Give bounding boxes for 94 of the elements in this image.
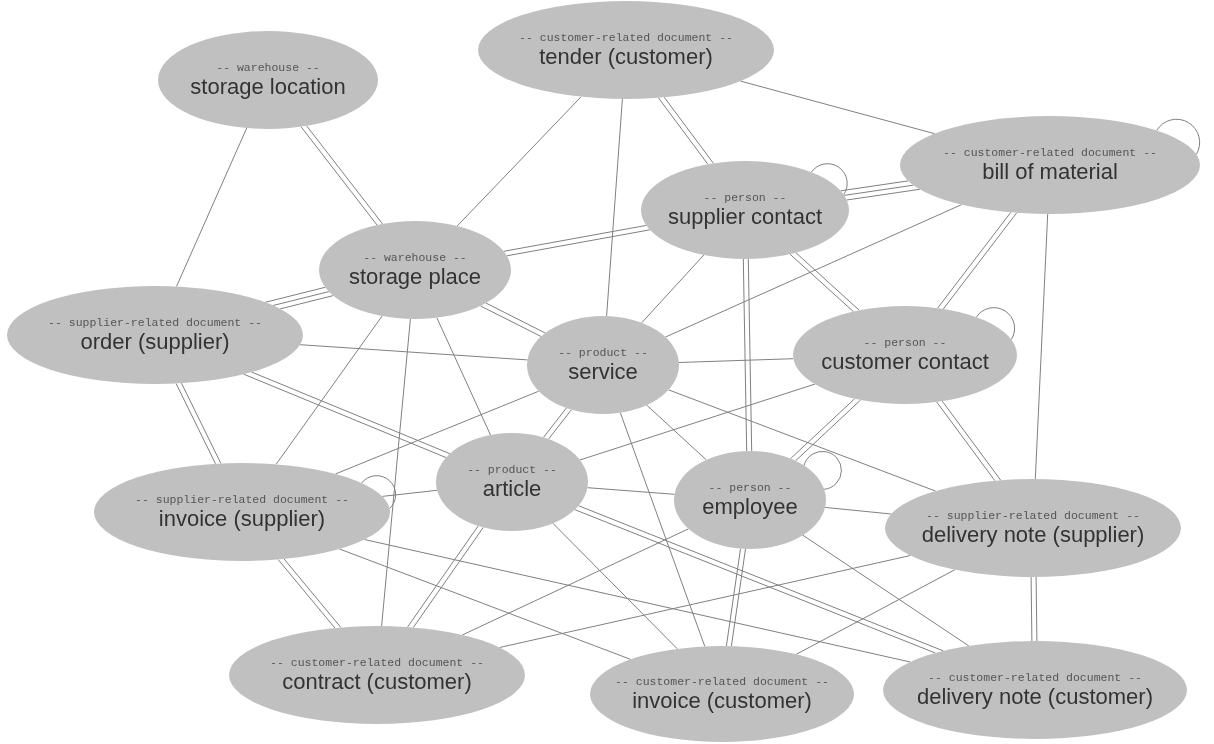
node-name: invoice (customer) (632, 689, 812, 713)
stereotype-label: -- customer-related document -- (615, 675, 829, 689)
connector-line (795, 569, 956, 655)
node-name: article (482, 477, 542, 501)
stereotype-label: -- customer-related document -- (519, 31, 733, 45)
connector-line (742, 258, 748, 452)
connector-line (937, 211, 1012, 309)
connector-line (668, 389, 937, 492)
stereotype-label: -- supplier-related document -- (926, 509, 1140, 523)
connector-line (664, 204, 963, 338)
stereotype-label: -- product -- (558, 346, 648, 360)
connector-line (364, 539, 911, 663)
connector-line (606, 98, 623, 317)
node-name: bill of material (982, 160, 1118, 184)
connector-line (1156, 118, 1201, 155)
connector-line (436, 317, 491, 436)
connector-line (456, 96, 582, 227)
connector-line (795, 399, 862, 462)
node-name: contract (customer) (282, 670, 472, 694)
connector-line (942, 212, 1018, 310)
connector-line (803, 450, 842, 490)
connector-line (1030, 576, 1033, 642)
node-name: order (supplier) (80, 330, 230, 354)
connector-line (264, 286, 326, 303)
stereotype-label: -- person -- (708, 481, 792, 495)
connector-line (275, 315, 383, 465)
stereotype-label: -- customer-related document -- (943, 146, 1157, 160)
node-name: storage place (348, 265, 482, 289)
connector-line (747, 258, 753, 452)
connector-line (641, 254, 705, 324)
stereotype-label: -- person -- (703, 191, 787, 205)
connector-line (789, 253, 854, 312)
connector-line (277, 559, 336, 629)
stereotype-label: -- warehouse -- (363, 251, 467, 265)
connector-line (843, 184, 914, 196)
connector-line (299, 344, 528, 361)
connector-line (840, 180, 909, 192)
connector-line (1035, 576, 1038, 642)
stereotype-label: -- warehouse -- (216, 61, 320, 75)
stereotype-label: -- customer-related document -- (928, 671, 1142, 685)
connector-line (499, 555, 911, 648)
node-name: customer contact (821, 350, 989, 374)
connector-line (552, 522, 678, 650)
connector-line (975, 307, 1016, 341)
connector-line (663, 96, 714, 164)
connector-line (678, 358, 794, 363)
connector-line (740, 80, 936, 135)
node-name: employee (702, 495, 798, 519)
stereotype-label: -- person -- (863, 336, 947, 350)
connector-line (338, 548, 632, 660)
connector-line (802, 534, 970, 647)
connector-line (176, 127, 248, 287)
connector-line (936, 401, 996, 482)
stereotype-label: -- supplier-related document -- (48, 316, 262, 330)
node-name: service (568, 360, 638, 384)
connector-line (646, 404, 707, 461)
connector-line (334, 390, 540, 475)
connector-line (506, 229, 651, 257)
node-name: supplier contact (667, 205, 823, 229)
connector-line (725, 548, 741, 647)
connector-line (579, 383, 816, 461)
connector-line (361, 475, 397, 510)
stereotype-label: -- product -- (467, 463, 557, 477)
node-name: tender (customer) (539, 45, 713, 69)
connector-line (175, 383, 216, 465)
stereotype-label: -- supplier-related document -- (135, 493, 349, 507)
connector-line (587, 487, 675, 495)
connector-line (485, 302, 546, 334)
connector-line (824, 506, 892, 515)
stereotype-label: -- customer-related document -- (270, 656, 484, 670)
connector-line (479, 305, 542, 337)
node-name: delivery note (supplier) (921, 523, 1145, 547)
connector-line (543, 407, 567, 438)
node-name: delivery note (customer) (917, 685, 1153, 709)
connector-line (1034, 213, 1049, 480)
connector-line (461, 528, 689, 636)
connector-line (381, 318, 411, 627)
connector-line (283, 558, 342, 628)
connector-line (548, 409, 572, 440)
connector-line (810, 163, 848, 196)
connector-line (790, 398, 856, 460)
node-name: invoice (supplier) (158, 507, 326, 531)
connector-line (657, 97, 709, 165)
connector-line (279, 295, 334, 310)
connector-line (941, 400, 1002, 481)
connector-line (181, 382, 222, 464)
connector-line (503, 224, 647, 252)
connector-line (846, 188, 921, 201)
node-name: storage location (190, 75, 346, 99)
connector-line (730, 548, 746, 647)
connector-line (272, 291, 330, 306)
connector-line (619, 412, 706, 647)
connector-line (795, 252, 860, 311)
connector-line (381, 489, 438, 497)
